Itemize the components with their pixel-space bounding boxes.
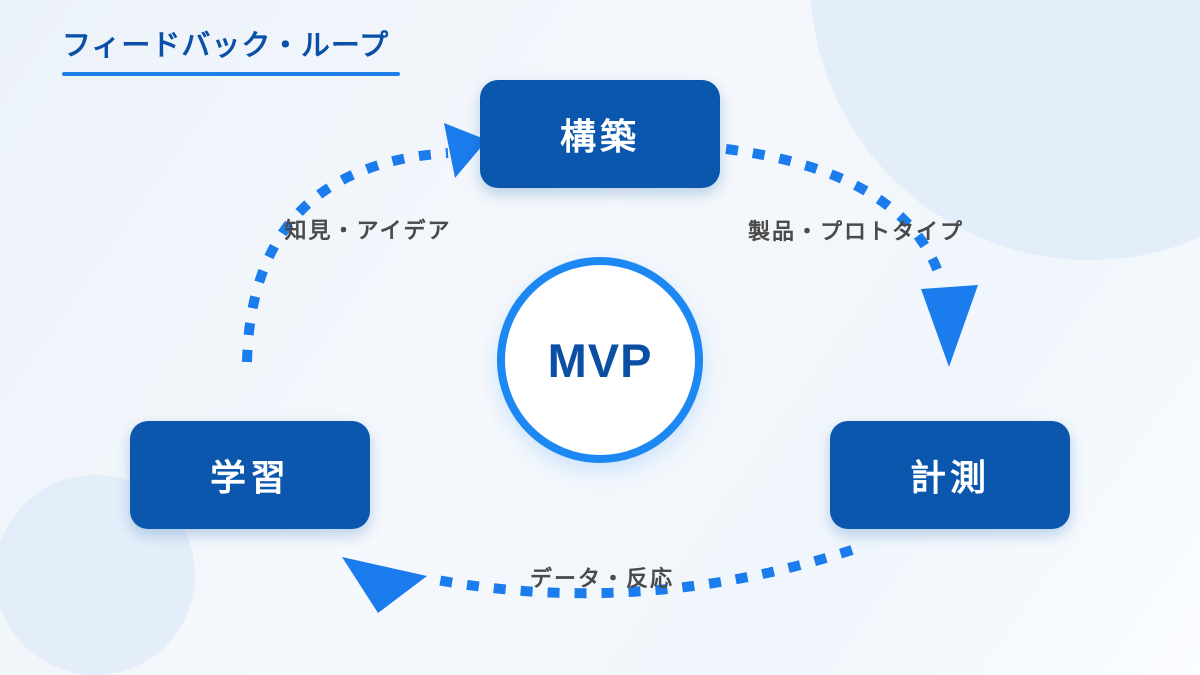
mvp-label: MVP bbox=[547, 333, 653, 387]
node-measure-label: 計測 bbox=[909, 457, 990, 498]
node-build: 構築 bbox=[480, 80, 720, 188]
title-underline bbox=[62, 71, 400, 76]
arrowhead-to-build-icon bbox=[444, 123, 487, 178]
node-learn: 学習 bbox=[130, 421, 370, 529]
page-title: フィードバック・ループ bbox=[62, 30, 390, 62]
node-measure: 計測 bbox=[830, 421, 1070, 529]
node-learn-label: 学習 bbox=[209, 457, 290, 498]
arc-measure-to-learn bbox=[431, 545, 854, 599]
node-build-label: 構築 bbox=[559, 116, 640, 157]
edge-label-data-reaction: データ・反応 bbox=[529, 566, 675, 591]
arrowhead-to-learn-icon bbox=[342, 557, 427, 613]
mvp-circle: MVP bbox=[497, 257, 703, 463]
arrowhead-to-measure-icon bbox=[921, 285, 978, 367]
edge-label-insights: 知見・アイデア bbox=[284, 218, 452, 243]
arc-learn-to-build bbox=[242, 148, 449, 363]
edge-label-product: 製品・プロトタイプ bbox=[747, 219, 965, 244]
diagram-header: フィードバック・ループ bbox=[62, 28, 400, 76]
